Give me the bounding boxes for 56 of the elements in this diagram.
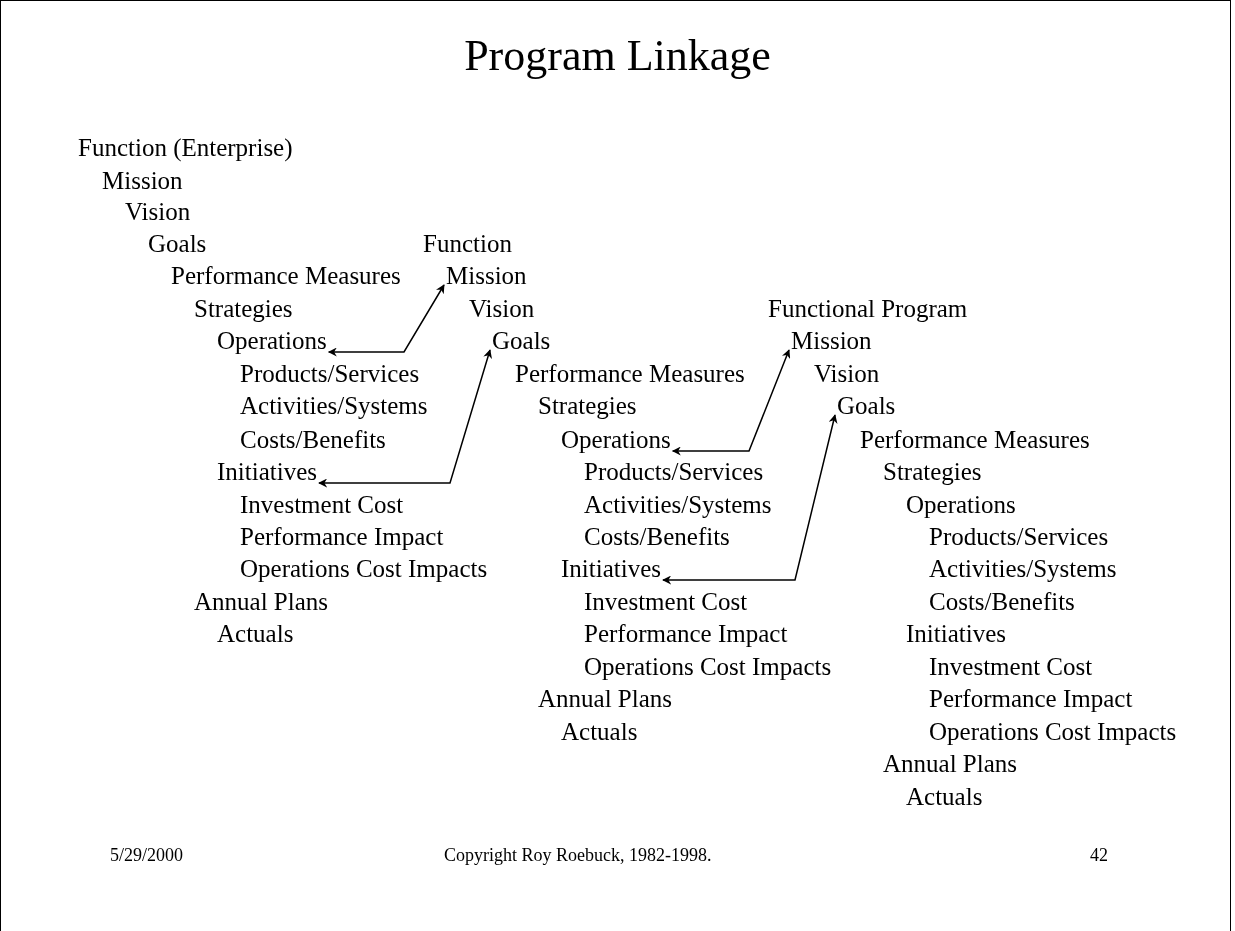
outline-item: Costs/Benefits (929, 589, 1075, 615)
outline-item: Goals (492, 328, 551, 354)
outline-item: Performance Measures (171, 263, 401, 289)
double-headed-arrow (671, 349, 791, 456)
outline-item: Goals (837, 393, 896, 419)
outline-item: Products/Services (584, 459, 764, 485)
outline-item: Annual Plans (883, 751, 1018, 777)
outline-item: Annual Plans (538, 686, 673, 712)
outline-item: Costs/Benefits (240, 427, 386, 453)
outline-item: Performance Impact (929, 686, 1133, 712)
outline-item: Vision (125, 199, 191, 225)
outline-item: Activities/Systems (929, 556, 1117, 582)
outline-item: Operations Cost Impacts (584, 654, 832, 680)
outline-item: Performance Impact (240, 524, 444, 550)
outline-item: Actuals (561, 719, 638, 745)
slide-title: Program Linkage (463, 30, 772, 82)
outline-item: Strategies (194, 296, 293, 322)
outline-item: Mission (102, 168, 183, 194)
outline-item: Products/Services (929, 524, 1109, 550)
outline-item: Operations (217, 328, 327, 354)
outline-item: Vision (469, 296, 535, 322)
page-number: 42 (1090, 844, 1108, 866)
double-headed-arrow (662, 414, 838, 585)
date-text: 5/29/2000 (110, 844, 183, 866)
outline-item: Functional Program (768, 296, 968, 322)
outline-item: Actuals (217, 621, 294, 647)
outline-item: Investment Cost (584, 589, 748, 615)
copyright-text: Copyright Roy Roebuck, 1982-1998. (444, 844, 712, 866)
outline-item: Initiatives (906, 621, 1006, 647)
outline-item: Goals (148, 231, 207, 257)
double-headed-arrow (327, 284, 445, 357)
outline-item: Operations Cost Impacts (240, 556, 488, 582)
outline-item: Performance Impact (584, 621, 788, 647)
outline-item: Operations (561, 427, 671, 453)
outline-item: Function (Enterprise) (78, 135, 293, 161)
outline-item: Performance Measures (860, 427, 1090, 453)
outline-item: Function (423, 231, 512, 257)
outline-item: Vision (814, 361, 880, 387)
outline-item: Products/Services (240, 361, 420, 387)
outline-item: Annual Plans (194, 589, 329, 615)
outline-item: Investment Cost (929, 654, 1093, 680)
outline-item: Activities/Systems (584, 492, 772, 518)
outline-item: Strategies (538, 393, 637, 419)
outline-item: Costs/Benefits (584, 524, 730, 550)
outline-item: Mission (791, 328, 872, 354)
outline-item: Operations (906, 492, 1016, 518)
outline-item: Activities/Systems (240, 393, 428, 419)
outline-item: Mission (446, 263, 527, 289)
double-headed-arrow (318, 349, 492, 488)
outline-item: Initiatives (561, 556, 661, 582)
outline-item: Initiatives (217, 459, 317, 485)
outline-item: Investment Cost (240, 492, 404, 518)
outline-item: Actuals (906, 784, 983, 810)
outline-item: Operations Cost Impacts (929, 719, 1177, 745)
outline-item: Strategies (883, 459, 982, 485)
outline-item: Performance Measures (515, 361, 745, 387)
